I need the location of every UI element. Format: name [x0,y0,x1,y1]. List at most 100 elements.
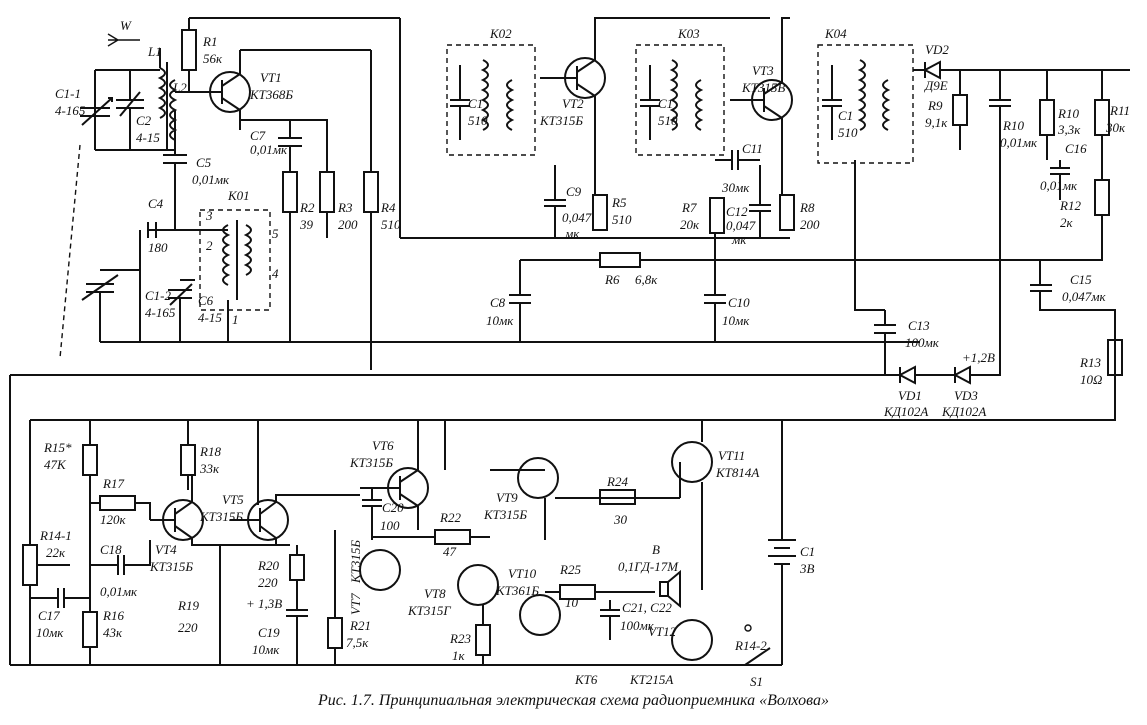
label-C15: C15 [1070,272,1092,287]
label-C19: C19 [258,625,280,640]
label-C1-k04-value: 510 [838,125,858,140]
cap-C2 [116,70,144,150]
label-C11: C11 [742,141,763,156]
label-R25: R25 [559,562,581,577]
label-S1: S1 [750,674,763,689]
label-VD1: VD1 [898,388,922,403]
label-C1-1-value: 4-165 [55,103,86,118]
label-VT3-value: КТ315В [741,80,785,95]
label-R19-value: 220 [178,620,198,635]
label-supply-1-2v: +1,2В [962,350,995,365]
label-R9-value: 9,1к [925,115,948,130]
label-C1-k02: C1 [468,96,483,111]
label-C16: C16 [1065,141,1087,156]
label-C4: C4 [148,196,164,211]
battery-icon [768,420,796,665]
label-VT7-value: КТ315Б [348,540,363,584]
label-VT3: VT3 [752,63,774,78]
label-C10-value: 10мк [722,313,750,328]
label-K02: К02 [489,26,512,41]
label-R4: R4 [380,200,396,215]
label-R8: R8 [799,200,815,215]
label-C12-value: 0,047 [726,218,756,233]
label-C1-k03-value: 510 [658,113,678,128]
label-R16: R16 [102,608,124,623]
label-R21-value: 7,5к [346,635,369,650]
label-C5-value: 0,01мк [192,172,230,187]
label-VT2: VT2 [562,96,584,111]
label-R17: R17 [102,476,124,491]
label-C1-battery: C1 [800,544,815,559]
label-R14-1-value: 22к [46,545,66,560]
label-B: B [652,542,660,557]
label-R8-value: 200 [800,217,820,232]
label-R24: R24 [606,474,628,489]
label-VT6-value: КТ315Б [349,455,393,470]
label-pin1-k01: 1 [232,312,239,327]
label-R12-value: 2к [1060,215,1074,230]
coil-K04 [817,44,914,164]
label-R10-cap: R10 [1002,118,1024,133]
antenna-arrow [107,33,140,47]
label-R10: R10 [1057,106,1079,121]
label-VT1-value: КТ368Б [249,87,293,102]
label-C1-k03: C1 [658,96,673,111]
label-R22-value: 47 [443,544,457,559]
label-VT5: VT5 [222,492,244,507]
label-VT4: VT4 [155,542,177,557]
label-C2: C2 [136,113,152,128]
label-VT10-value: КТ361Б [495,583,539,598]
label-VT11: VT11 [718,448,745,463]
label-C8-value: 10мк [486,313,514,328]
label-C4-value: 180 [148,240,168,255]
label-C6: C6 [198,293,214,308]
label-L1-ant: L1 [147,44,162,59]
label-pin4-k01: 4 [272,266,279,281]
label-R15: R15* [43,440,72,455]
label-C17: C17 [38,608,60,623]
label-C18: C18 [100,542,122,557]
label-R10-value: 3,3к [1057,122,1081,137]
transistor-VT11 [671,441,713,483]
label-W: W [120,18,132,33]
label-R20-value: 220 [258,575,278,590]
label-C13-value: 100мк [905,335,940,350]
label-R1: R1 [202,34,217,49]
rf-stage [59,17,920,370]
label-R6-value: 6,8к [635,272,658,287]
label-C20: C20 [382,500,404,515]
label-C9: C9 [566,184,582,199]
label-R22: R22 [439,510,461,525]
cap-C1-1 [80,69,160,150]
label-R20: R20 [257,558,279,573]
label-R25-value: 10 [565,595,579,610]
label-R19: R19 [177,598,199,613]
label-C7: C7 [250,128,266,143]
label-R4-value: 510 [381,217,401,232]
label-supply-1-3v: + 1,3В [246,596,282,611]
label-C9-value: 0,047 [562,210,592,225]
label-B-value: 0,1ГД-17М [618,559,679,574]
label-C13: C13 [908,318,930,333]
label-C1-k02-value: 510 [468,113,488,128]
label-R13-value: 10Ω [1080,372,1102,387]
label-KT6: КТ6 [574,672,598,687]
coil-L1 [157,67,166,119]
radio-schematic: W C1-1 4-165 C2 4-15 L1 L2 R1 56к VT1 КТ… [9,17,1130,689]
label-VT4-value: КТ315Б [149,559,193,574]
label-R3-value: 200 [338,217,358,232]
label-pin5-k01: 5 [272,226,279,241]
label-C7-value: 0,01мк [250,142,288,157]
label-K01: К01 [227,188,250,203]
label-VD3-value: КД102А [941,404,986,419]
label-C1-1: C1-1 [55,86,81,101]
label-R10-cap-value: 0,01мк [1000,135,1038,150]
label-L2-ant: L2 [172,80,187,95]
label-R24-value: 30 [613,512,628,527]
transistor-VT9 [517,457,559,499]
label-R7-value: 20к [680,217,700,232]
component-labels: W C1-1 4-165 C2 4-15 L1 L2 R1 56к VT1 КТ… [36,18,1130,689]
label-VT5-value: КТ315Б [199,509,243,524]
label-C12-unit: мк [731,232,747,247]
label-R21: R21 [349,618,371,633]
